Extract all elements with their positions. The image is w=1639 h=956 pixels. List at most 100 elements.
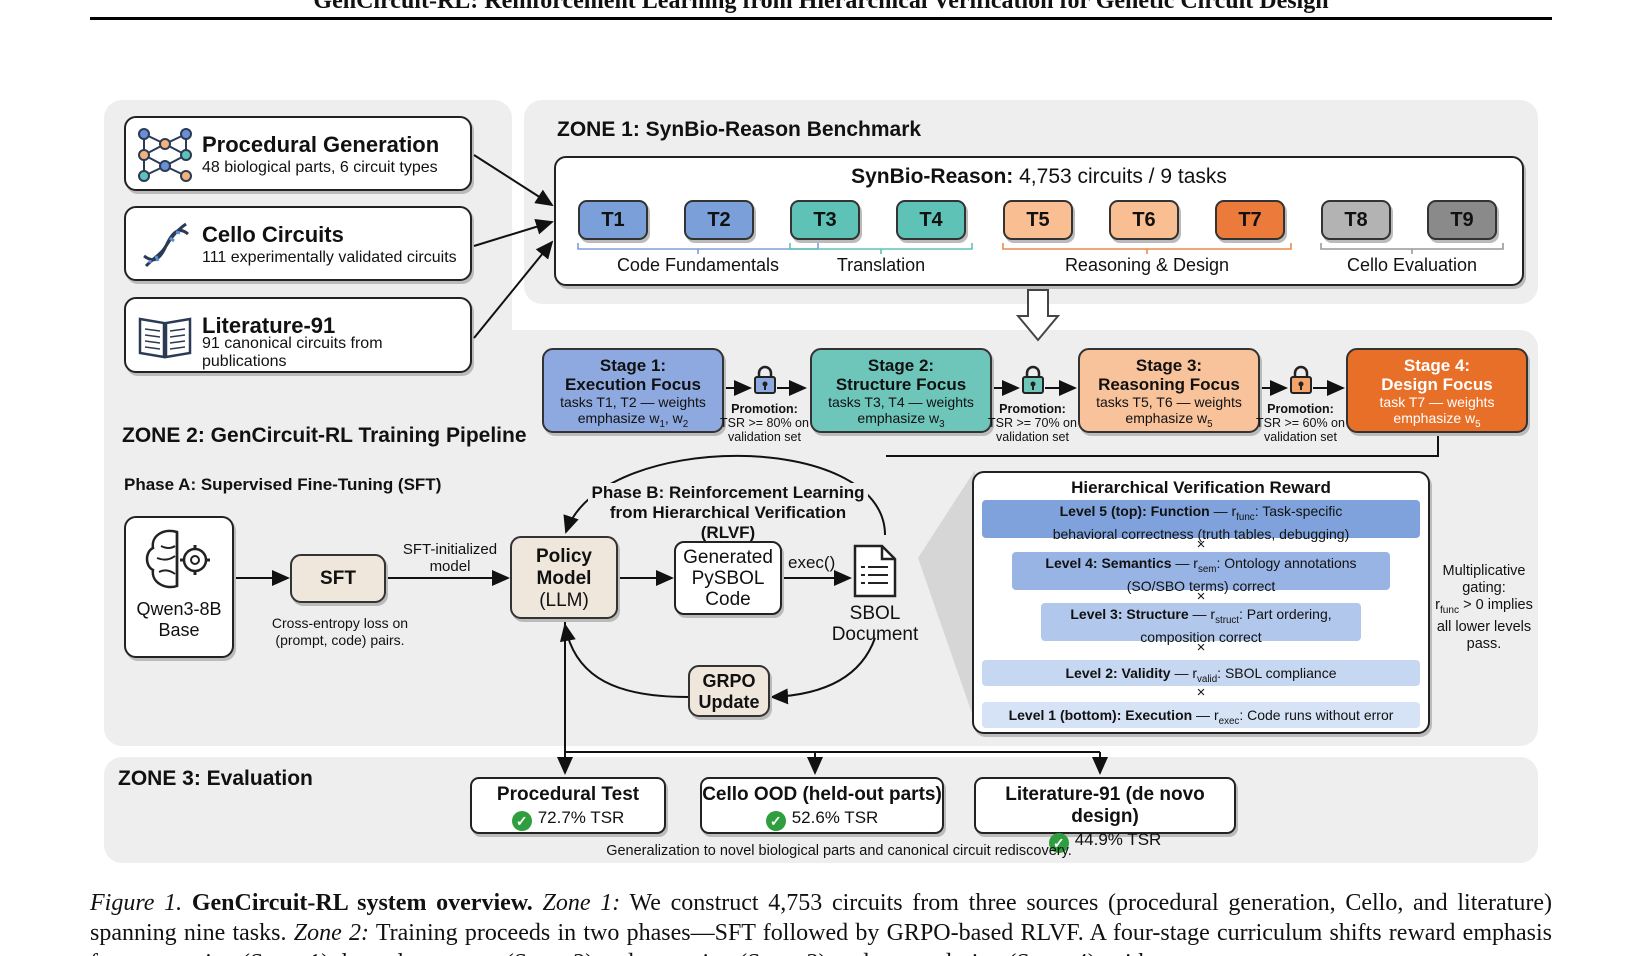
grpo-line1: GRPO [702,671,756,691]
source-title: Procedural Generation [202,132,440,157]
level-desc: : Code runs without error [1239,707,1394,723]
zone1-title: ZONE 1: SynBio-Reason Benchmark [557,118,922,141]
times-symbol: × [1196,684,1206,701]
stage-title2: Design Focus [1381,375,1493,394]
stage-weight-sub: 5 [1207,418,1213,430]
gating-line2: gating: [1462,580,1506,596]
level-name: Level 1 (bottom): Execution [1008,707,1193,723]
sft-note-line1: Cross-entropy loss on [271,615,409,631]
group-label-reasoning-design: Reasoning & Design [1064,255,1230,275]
document-icon [853,544,897,598]
group-label-code-fundamentals: Code Fundamentals [616,255,780,275]
stage-title2: Structure Focus [835,375,967,394]
promotion-set: validation set [1264,430,1337,444]
stage-desc2: emphasize w [577,410,660,426]
level-r: r [1210,606,1216,622]
stage-title2: Reasoning Focus [1098,375,1240,394]
check-icon: ✓ [765,811,786,831]
base-model-box: Qwen3-8B Base [124,516,234,658]
sft-note: Cross-entropy loss on (prompt, code) pai… [250,615,430,649]
level-desc: : Task-specific [1254,503,1343,519]
times-symbol: × [1196,639,1206,656]
generated-line2: PySBOL [691,568,765,589]
group-label-translation: Translation [836,255,926,275]
source-procedural-generation: Procedural Generation 48 biological part… [124,116,472,191]
stage-4-box: Stage 4: Design Focus task T7 — weights … [1346,348,1528,433]
stage-title1: Stage 2: [867,356,935,375]
title-rule [90,17,1552,20]
task-t9: T9 [1427,200,1497,240]
level-sub: sem [1197,563,1217,575]
task-t6: T6 [1109,200,1179,240]
caption-text1: We construct 4,753 circuits from three s… [90,890,1552,946]
check-icon: ✓ [511,811,532,831]
generated-line1: Generated [683,547,773,568]
sbol-line1: SBOL [849,603,901,624]
benchmark-name: SynBio-Reason: [851,165,1014,188]
sft-init-line2: model [429,558,471,575]
level-line1: Level 2: Validity — rvalid: SBOL complia… [1065,665,1337,685]
check-icon: ✓ [1048,833,1069,853]
zone3-title: ZONE 3: Evaluation [118,767,313,790]
gating-line1: Multiplicative [1442,563,1526,579]
running-title: GenCircuit-RL: Reinforcement Learning fr… [313,0,1329,14]
level-r: r [1213,707,1219,723]
eval-value-wrap: ✓ 72.7% TSR [472,808,664,831]
lock-icon [754,365,776,394]
sft-label: SFT [320,568,356,589]
grpo-line2: Update [698,692,760,712]
level-name: Level 4: Semantics [1045,555,1172,571]
eval-name: Procedural Test [496,784,640,805]
base-model-line2: Base [158,620,200,640]
stage-2-box: Stage 2: Structure Focus tasks T3, T4 — … [810,348,992,433]
reward-level-4: Level 4: Semantics — rsem: Ontology anno… [1012,552,1390,594]
sbol-document-label: SBOL Document [820,603,930,645]
stage-weight-sub: 1 [659,418,665,430]
stage-title2: Execution Focus [564,375,702,394]
reward-title: Hierarchical Verification Reward [1071,478,1331,497]
level-line1: Level 4: Semantics — rsem: Ontology anno… [1045,555,1357,575]
promotion-label: Promotion: [1267,402,1334,416]
eval-result-card: Procedural Test ✓ 72.7% TSR [470,777,666,834]
caption-fig: Figure 1. [90,890,183,916]
stage-desc2-wrap: emphasize w3 [812,410,990,433]
zone3-footnote: Generalization to novel biological parts… [606,843,1072,859]
source-literature-91: Literature-91 91 canonical circuits from… [124,297,472,373]
stage-weight-sub: 3 [939,418,945,430]
task-t3: T3 [790,200,860,240]
caption-bold: GenCircuit-RL system overview. [191,890,533,916]
stage-weight-sub: 5 [1475,418,1481,430]
stage-title1: Stage 1: [599,356,667,375]
policy-line3: (LLM) [539,590,589,611]
promotion-label: Promotion: [999,402,1066,416]
sft-init-label: SFT-initialized model [390,541,510,575]
level-line2: (SO/SBO terms) correct [1126,577,1276,594]
stage-desc1: tasks T3, T4 — weights [828,394,974,410]
eval-result-card: Literature-91 (de novo design) ✓44.9% TS… [974,777,1236,853]
sft-note-line2: (prompt, code) pairs. [275,632,405,648]
promotion-label: Promotion: [731,402,798,416]
level-r: r [1192,665,1198,681]
gating-line4: all lower levels [1436,618,1532,635]
generated-code-box: Generated PySBOL Code [674,541,782,615]
stage-desc2: emphasize w [1393,410,1476,426]
task-t7: T7 [1215,200,1285,240]
promotion-threshold: TSR >= 60% on [1256,416,1345,430]
gating-sub: func [1439,604,1460,616]
stage-title1: Stage 4: [1403,356,1471,375]
caption-zone1: Zone 1: [542,890,621,916]
phase-a-title: Phase A: Supervised Fine-Tuning (SFT) [124,475,442,494]
phase-b-line2: from Hierarchical Verification (RLVF) [609,503,847,542]
benchmark-stats: 4,753 circuits / 9 tasks [1019,165,1227,188]
stage-desc1: tasks T5, T6 — weights [1096,394,1242,410]
dna-helix-icon [143,222,189,268]
stage-3-box: Stage 3: Reasoning Focus tasks T5, T6 — … [1078,348,1260,433]
eval-value: 72.7% TSR [537,808,625,827]
promotion-set: validation set [728,430,801,444]
lock-icon [1290,365,1312,394]
source-title: Cello Circuits [202,222,344,247]
